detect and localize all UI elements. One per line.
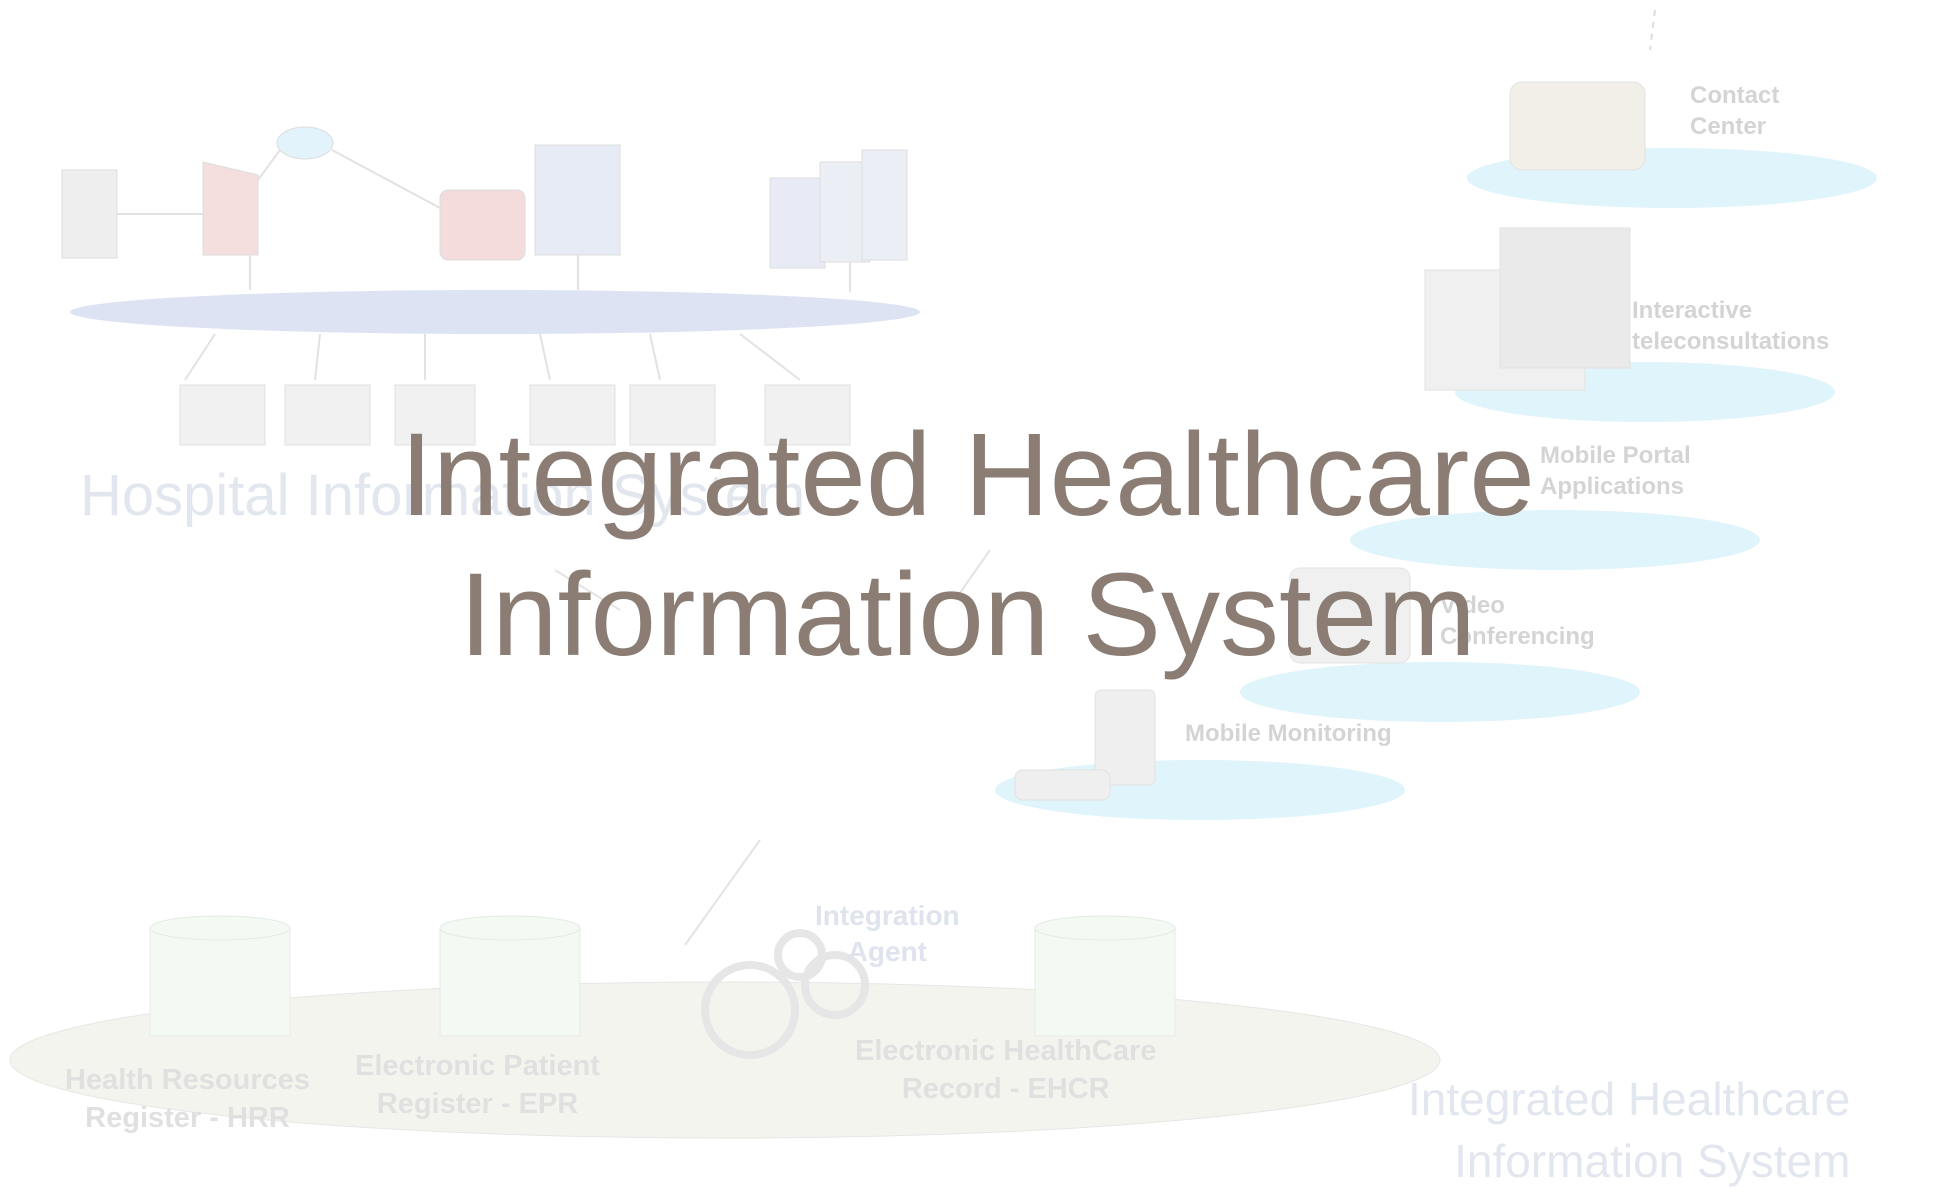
corner-system-label: Integrated Healthcare Information System [1408, 1073, 1851, 1187]
epr-label: Electronic Patient Register - EPR [355, 1050, 600, 1120]
server-icons [61, 126, 908, 269]
video-conferencing-label: Video Conferencing [1440, 592, 1595, 651]
ehcr-label: Electronic HealthCare Record - EHCR [855, 1035, 1157, 1105]
dashed-connector [1649, 9, 1656, 51]
mobile-portal-ellipse [1350, 510, 1760, 570]
mobile-portal-label: Mobile Portal Applications [1540, 442, 1691, 501]
database-cylinders [149, 915, 1176, 1037]
mobile-monitoring-label: Mobile Monitoring [1185, 720, 1392, 747]
contact-center-label: Contact Center [1690, 82, 1780, 141]
connector-lines [554, 549, 991, 946]
teleconsultations-label: Interactive teleconsultations [1632, 297, 1830, 356]
service-icons [1014, 81, 1646, 801]
hospital-system-label: Hospital Information System [80, 463, 806, 528]
hospital-network-ellipse [70, 290, 920, 334]
integration-agent-gears [701, 929, 869, 1059]
network-links [117, 149, 851, 381]
workstation-icons [179, 384, 851, 446]
video-conferencing-ellipse [1240, 662, 1640, 722]
integration-agent-label: Integration Agent [815, 900, 960, 968]
slide-title: Integrated Healthcare Information System [0, 405, 1935, 685]
hrr-label: Health Resources Register - HRR [65, 1064, 310, 1134]
slide-title-line2: Information System [459, 549, 1476, 681]
slide-title-line1: Integrated Healthcare [400, 409, 1535, 541]
